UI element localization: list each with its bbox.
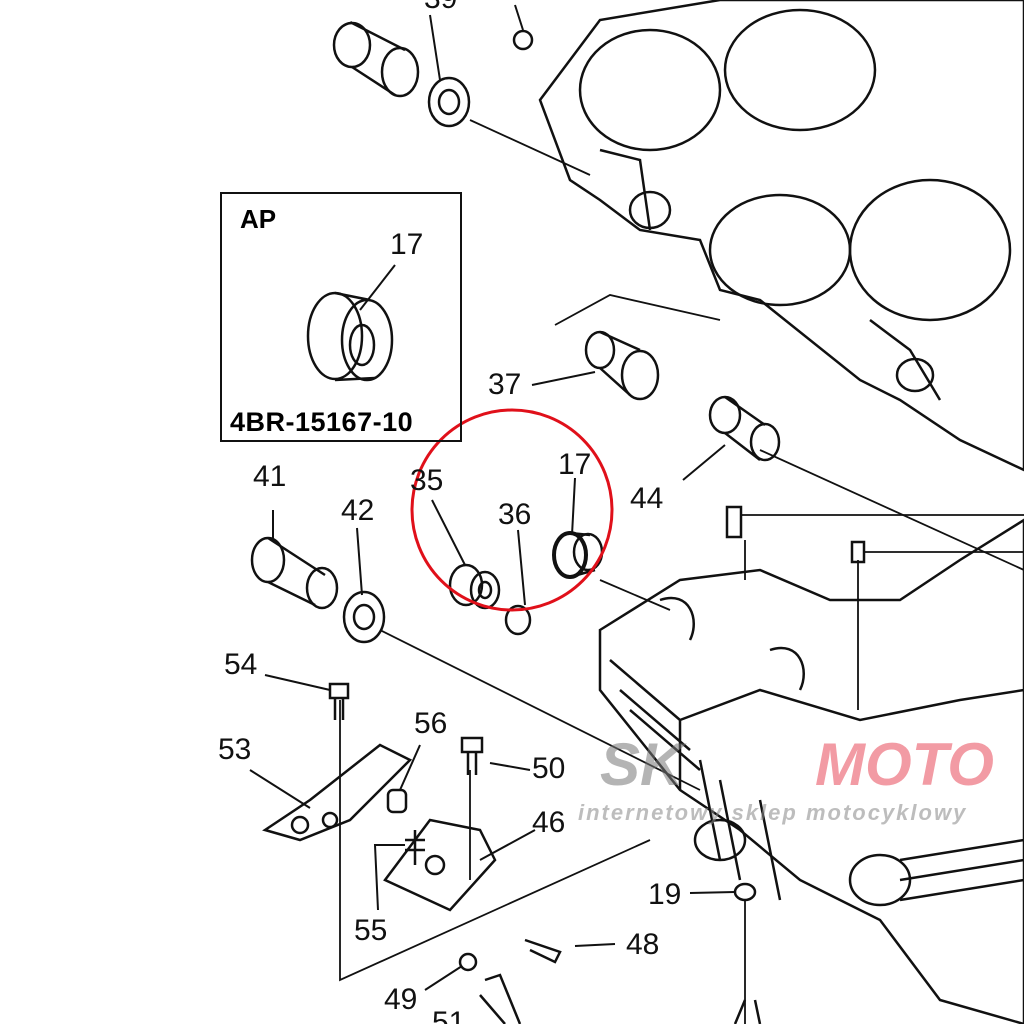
- part-19-washer: [733, 882, 757, 902]
- callout-36: 36: [498, 498, 532, 531]
- part-49-oring: [458, 952, 478, 972]
- callout-42: 42: [341, 494, 375, 527]
- callout-35: 35: [410, 464, 444, 497]
- part-42-washer: [342, 590, 386, 644]
- callout-46: 46: [532, 806, 566, 839]
- callout-39: 39: [424, 0, 457, 14]
- part-44-dowel: [708, 395, 866, 564]
- inset-part-number: 4BR-15167-10: [230, 407, 414, 437]
- callout-56: 56: [414, 707, 448, 740]
- part-46-stopper: [383, 818, 497, 912]
- callout-50: 50: [532, 752, 566, 785]
- part-41-dowel: [250, 536, 339, 610]
- inset-part-label: 17: [390, 228, 424, 261]
- callout-55: 55: [354, 914, 388, 947]
- part-50-bolt: [460, 736, 484, 775]
- inset-title: AP: [240, 204, 277, 234]
- inset-bearing-drawing: [306, 291, 394, 382]
- callout-44: 44: [630, 482, 664, 515]
- callout-17: 17: [558, 448, 592, 481]
- part-54-bolt: [328, 682, 350, 720]
- watermark-brand-left: SK: [600, 731, 684, 798]
- part-56-spring: [386, 788, 408, 814]
- callout-54: 54: [224, 648, 258, 681]
- part-39-dowel-top: [332, 21, 534, 128]
- callout-41: 41: [253, 460, 287, 493]
- callout-49: 49: [384, 983, 418, 1016]
- part-36-oring: [504, 604, 532, 636]
- callout-53: 53: [218, 733, 252, 766]
- callout-51: 51: [432, 1006, 466, 1024]
- highlight-circle: [410, 408, 614, 612]
- watermark-tagline: internetowy sklep motocyklowy: [578, 800, 968, 825]
- leader-lines: [249, 4, 736, 991]
- watermark-brand-right: MOTO: [815, 731, 994, 798]
- part-17-bushing: [552, 531, 604, 579]
- callout-19: 19: [648, 878, 682, 911]
- part-35-bearing: [448, 563, 501, 610]
- alternate-part-inset: AP 17 4BR-15167-10: [220, 192, 462, 442]
- part-37-dowel: [584, 330, 660, 401]
- callout-48: 48: [626, 928, 660, 961]
- part-48-pin: [524, 938, 562, 964]
- upper-crankcase: [538, 0, 1024, 472]
- part-51-stud: [479, 973, 762, 1024]
- guide-lines: [339, 119, 1024, 1024]
- part-53-lever: [262, 743, 413, 842]
- lower-crankcase: [598, 518, 1024, 1024]
- callout-37: 37: [488, 368, 522, 401]
